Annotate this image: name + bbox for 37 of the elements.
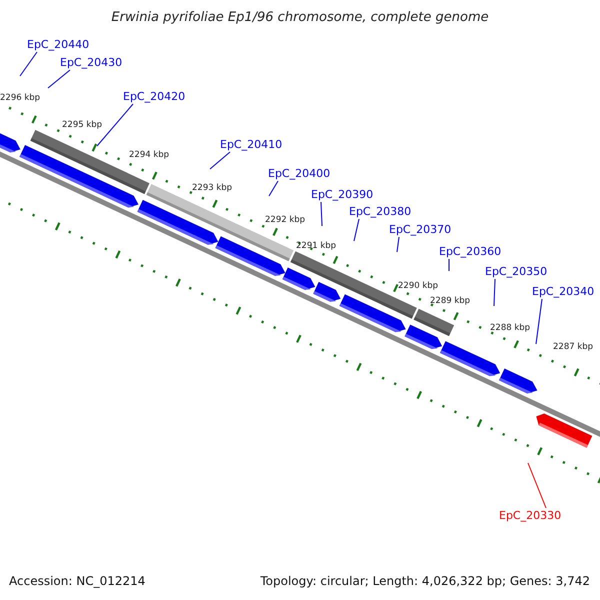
tick-label: 2289 kbp	[430, 295, 470, 308]
leader-line	[96, 104, 134, 146]
gene-label: EpC_20380	[349, 205, 412, 218]
title: Erwinia pyrifoliae Ep1/96 chromosome, complete genome	[110, 11, 490, 24]
leader-line	[210, 152, 230, 170]
leader-line	[528, 462, 546, 508]
tick-label: 2294 kbp	[129, 149, 170, 162]
tick-label: 2290 kbp	[398, 280, 438, 293]
footer-text: Topology: circular; Length: 4,026,322 bp; Genes: 3,742	[260, 575, 590, 588]
tick-label: 2291 kbp	[296, 240, 336, 253]
gene-label: EpC_20410	[220, 138, 282, 151]
tick-label: 2292 kbp	[265, 214, 306, 227]
gene-label: EpC_20430	[60, 56, 122, 69]
leader-line	[268, 180, 278, 196]
tick-label: 2296 kbp	[0, 92, 40, 105]
leader-line	[536, 298, 542, 344]
footer-text: Accession: NC_012214	[9, 575, 146, 588]
tick-label: 2293 kbp	[192, 182, 232, 195]
leader-line	[494, 278, 496, 306]
leader-line	[320, 202, 322, 226]
leader-line	[354, 218, 360, 242]
gene-label: EpC_20340	[532, 285, 594, 298]
leader-line	[396, 236, 400, 252]
gene-label: EpC_20420	[123, 90, 186, 103]
tick-label: 2288 kbp	[490, 322, 530, 335]
gene-label: EpC_20370	[389, 223, 452, 236]
gene-label: EpC_20360	[439, 245, 502, 258]
gene-label: EpC_20390	[311, 188, 374, 201]
leader-line	[448, 258, 450, 272]
leader-line	[48, 70, 70, 88]
gene-label: EpC_20330	[499, 509, 562, 522]
tick-label: 2287 kbp	[553, 341, 594, 354]
gene-label: EpC_20350	[485, 265, 548, 278]
leader-line	[20, 52, 38, 76]
tick-label: 2295 kbp	[62, 119, 102, 132]
gene-label: EpC_20440	[27, 38, 90, 51]
gene-label: EpC_20400	[268, 167, 330, 180]
